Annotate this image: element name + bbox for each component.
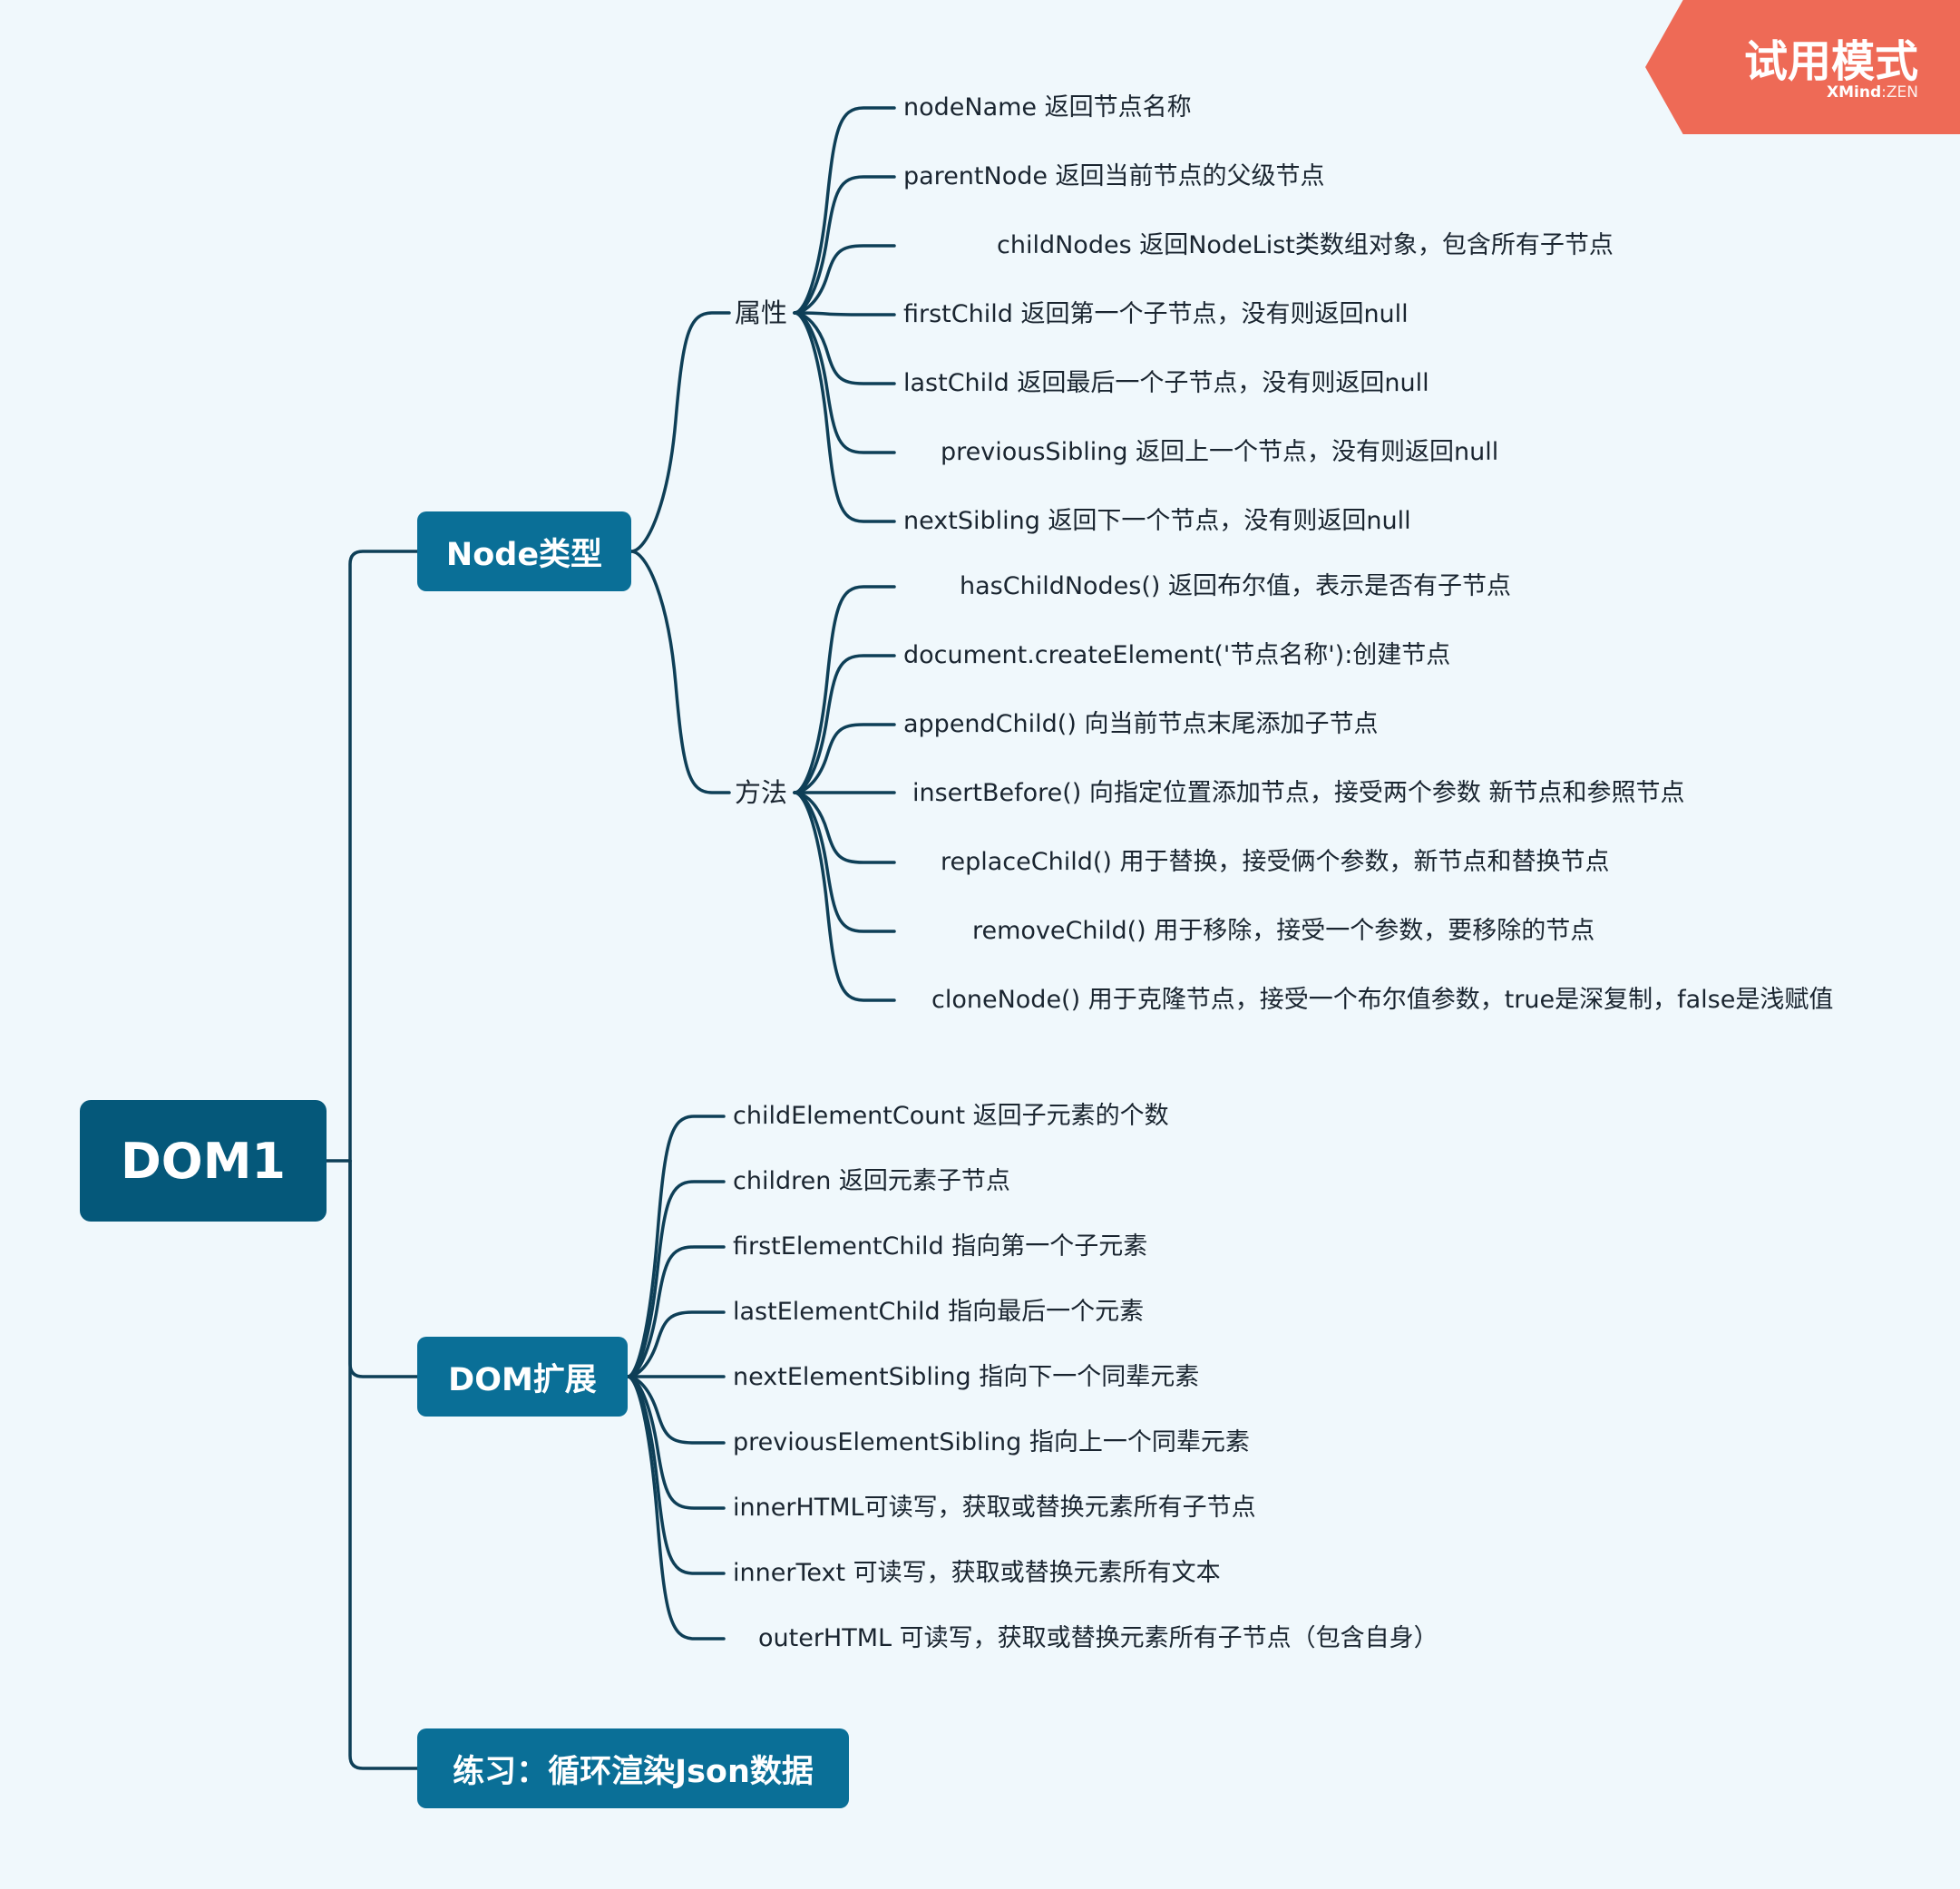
connector-property-leaf xyxy=(793,244,896,315)
root-topic-dom1[interactable]: DOM1 xyxy=(80,1100,327,1222)
leaf-dom-ext[interactable]: innerHTML可读写，获取或替换元素所有子节点 xyxy=(733,1494,1256,1522)
leaf-property[interactable]: previousSibling 返回上一个节点，没有则返回null xyxy=(941,438,1499,466)
leaf-property[interactable]: nextSibling 返回下一个节点，没有则返回null xyxy=(903,507,1411,535)
leaf-method[interactable]: insertBefore() 向指定位置添加节点，接受两个参数 新节点和参照节点 xyxy=(912,779,1685,807)
connector-method-leaf xyxy=(793,791,896,933)
logo-brand-light: ZEN xyxy=(1886,83,1918,102)
connector-root-branch xyxy=(348,1159,419,1770)
leaf-dom-ext[interactable]: firstElementChild 指向第一个子元素 xyxy=(733,1232,1148,1261)
logo-brand-sep: : xyxy=(1881,83,1887,102)
connector-dom-ext-leaf xyxy=(626,1375,726,1641)
connector-property-leaf xyxy=(793,175,896,315)
connector-node-type-branch xyxy=(629,550,731,794)
connector-node-type-branch xyxy=(629,311,731,553)
subtopic-methods[interactable]: 方法 xyxy=(735,777,788,808)
topic-dom-extension[interactable]: DOM扩展 xyxy=(417,1337,628,1417)
connector-method-leaf xyxy=(793,723,896,794)
connector-method-leaf xyxy=(793,791,896,864)
leaf-property[interactable]: lastChild 返回最后一个子节点，没有则返回null xyxy=(903,369,1429,397)
connector-method-leaf xyxy=(793,654,896,794)
connector-property-leaf xyxy=(793,311,896,523)
leaf-method[interactable]: cloneNode() 用于克隆节点，接受一个布尔值参数，true是深复制，fa… xyxy=(931,986,1834,1014)
leaf-dom-ext[interactable]: lastElementChild 指向最后一个元素 xyxy=(733,1298,1145,1326)
topic-node-type[interactable]: Node类型 xyxy=(417,511,631,591)
connector-property-leaf xyxy=(793,311,896,454)
leaf-property[interactable]: firstChild 返回第一个子节点，没有则返回null xyxy=(903,300,1409,328)
topic-practice[interactable]: 练习：循环渲染Json数据 xyxy=(417,1728,849,1808)
leaf-dom-ext[interactable]: childElementCount 返回子元素的个数 xyxy=(733,1102,1169,1130)
connector-dom-ext-leaf xyxy=(626,1245,726,1378)
leaf-property[interactable]: nodeName 返回节点名称 xyxy=(903,93,1192,122)
connector-property-leaf xyxy=(793,311,896,385)
xmind-zen-logo: XMind:ZEN xyxy=(1827,83,1918,102)
trial-mode-badge[interactable]: 试用模式 XMind:ZEN xyxy=(1645,0,1960,134)
connector-method-leaf xyxy=(793,585,896,794)
connector-property-leaf xyxy=(793,311,896,316)
connector-property-leaf xyxy=(793,106,896,315)
leaf-method[interactable]: document.createElement('节点名称'):创建节点 xyxy=(903,641,1451,669)
leaf-dom-ext[interactable]: innerText 可读写，获取或替换元素所有文本 xyxy=(733,1559,1221,1587)
leaf-dom-ext[interactable]: children 返回元素子节点 xyxy=(733,1167,1010,1195)
connector-root-branch xyxy=(348,1159,419,1378)
leaf-dom-ext[interactable]: outerHTML 可读写，获取或替换元素所有子节点（包含自身） xyxy=(758,1624,1438,1652)
connector-root-branch xyxy=(348,550,419,1163)
connector-dom-ext-leaf xyxy=(626,1375,726,1445)
leaf-method[interactable]: replaceChild() 用于替换，接受俩个参数，新节点和替换节点 xyxy=(941,848,1610,876)
leaf-method[interactable]: appendChild() 向当前节点末尾添加子节点 xyxy=(903,710,1379,738)
trial-mode-title: 试用模式 xyxy=(1743,36,1918,87)
leaf-method[interactable]: removeChild() 用于移除，接受一个参数，要移除的节点 xyxy=(972,917,1595,945)
leaf-property[interactable]: childNodes 返回NodeList类数组对象，包含所有子节点 xyxy=(997,231,1614,259)
leaf-dom-ext[interactable]: nextElementSibling 指向下一个同辈元素 xyxy=(733,1363,1200,1391)
connector-dom-ext-leaf xyxy=(626,1115,726,1378)
logo-brand-bold: XMind xyxy=(1827,83,1882,102)
connector-dom-ext-leaf xyxy=(626,1180,726,1378)
connector-dom-ext-leaf xyxy=(626,1310,726,1378)
leaf-method[interactable]: hasChildNodes() 返回布尔值，表示是否有子节点 xyxy=(960,572,1512,600)
connector-dom-ext-leaf xyxy=(626,1375,726,1510)
subtopic-properties[interactable]: 属性 xyxy=(735,297,788,328)
leaf-property[interactable]: parentNode 返回当前节点的父级节点 xyxy=(903,162,1325,190)
connector-method-leaf xyxy=(793,791,896,1002)
leaf-dom-ext[interactable]: previousElementSibling 指向上一个同辈元素 xyxy=(733,1428,1250,1456)
